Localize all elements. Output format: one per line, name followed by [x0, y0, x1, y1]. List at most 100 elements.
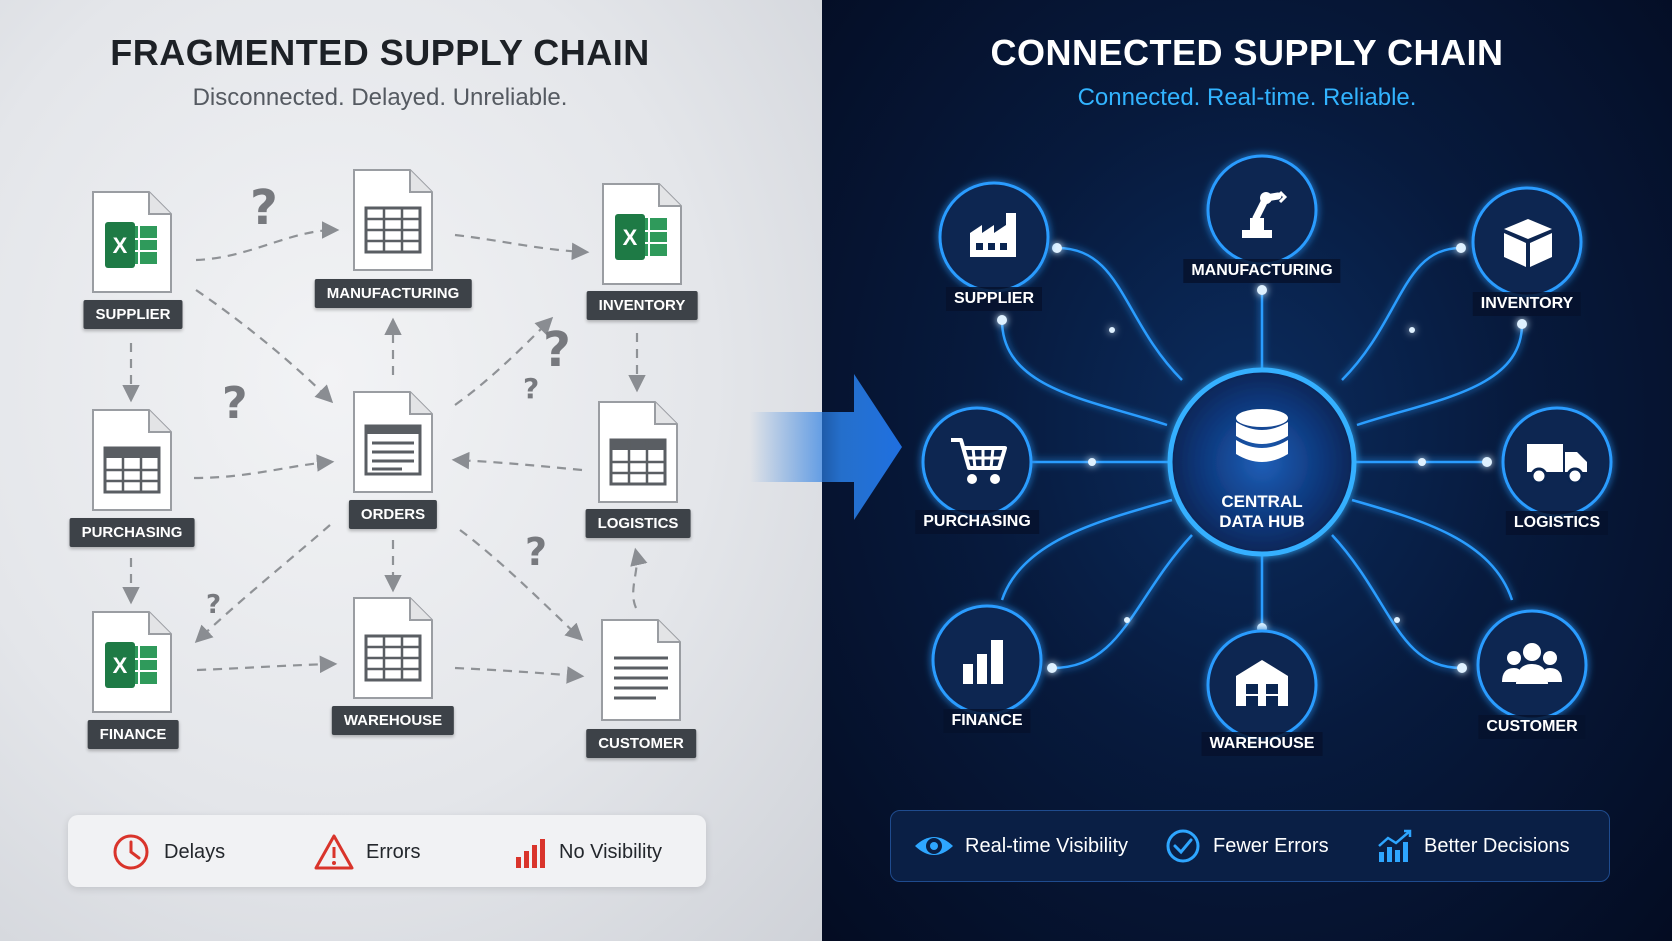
arrow-right-icon — [750, 374, 902, 520]
document-icon — [601, 619, 681, 721]
errors-label: Errors — [366, 840, 421, 863]
spreadsheet-icon — [353, 597, 433, 699]
label-manufacturing: MANUFACTURING — [1183, 259, 1341, 283]
connected-panel: CONNECTED SUPPLY CHAIN Connected. Real-t… — [822, 0, 1672, 941]
robot-arm-icon — [1242, 190, 1288, 238]
database-icon — [1236, 409, 1288, 462]
label-inventory: INVENTORY — [586, 291, 698, 320]
label-supplier: SUPPLIER — [945, 287, 1043, 311]
bar-chart-icon — [963, 640, 1003, 684]
supplier-doc: X — [91, 190, 173, 299]
line-finance-2 — [1051, 534, 1193, 670]
label-warehouse: WAREHOUSE — [1201, 732, 1323, 756]
line-customer — [1331, 534, 1463, 670]
delays-label: Delays — [164, 840, 226, 863]
excel-icon: X — [602, 183, 682, 285]
label-finance: FINANCE — [87, 720, 179, 749]
delays-item: Delays — [112, 833, 225, 871]
right-subtitle: Connected. Real-time. Reliable. — [1077, 84, 1417, 111]
factory-icon — [970, 213, 1016, 257]
better-decisions-label: Better Decisions — [1424, 834, 1570, 857]
question-mark: ? — [206, 590, 222, 620]
excel-icon: X — [92, 611, 172, 713]
question-mark: ? — [525, 530, 548, 574]
link-logistics-orders — [451, 451, 583, 472]
warehouse-icon — [1236, 660, 1288, 706]
document-icon — [353, 391, 433, 493]
box-icon — [1504, 219, 1552, 267]
svg-text:X: X — [113, 233, 128, 258]
bar-chart-icon — [516, 839, 545, 868]
warning-icon — [314, 834, 354, 870]
spreadsheet-icon — [598, 401, 678, 503]
eye-icon — [915, 837, 953, 855]
fragmented-panel: FRAGMENTED SUPPLY CHAIN Disconnected. De… — [0, 0, 822, 941]
label-warehouse: WAREHOUSE — [331, 706, 455, 735]
link-purchasing-orders — [193, 454, 335, 480]
errors-item: Errors — [314, 833, 420, 871]
svg-text:X: X — [113, 653, 128, 678]
label-customer: CUSTOMER — [1478, 715, 1586, 739]
fewer-errors-label: Fewer Errors — [1213, 834, 1329, 857]
hub-label: CENTRAL DATA HUB — [1202, 492, 1322, 532]
label-purchasing: PURCHASING — [915, 510, 1039, 534]
label-purchasing: PURCHASING — [69, 518, 195, 547]
better-decisions-item: Better Decisions — [1376, 828, 1570, 864]
line-finance — [1000, 498, 1173, 601]
question-mark: ? — [543, 322, 571, 378]
no-visibility-item: No Visibility — [513, 833, 662, 871]
visibility-label: Real-time Visibility — [965, 834, 1129, 857]
label-manufacturing: MANUFACTURING — [314, 279, 472, 308]
check-circle-icon — [1166, 829, 1200, 863]
line-supplier — [1056, 246, 1183, 381]
link-orders-customer — [459, 529, 584, 642]
trend-chart-icon — [1378, 829, 1412, 862]
orders-doc — [352, 390, 434, 499]
question-mark: ? — [523, 372, 540, 405]
label-orders: ORDERS — [348, 500, 438, 529]
link-manufacturing-inventory — [454, 233, 590, 261]
inventory-doc: X — [601, 182, 683, 291]
purchasing-doc — [91, 408, 173, 517]
svg-text:X: X — [623, 225, 638, 250]
finance-doc: X — [91, 610, 173, 719]
no-visibility-label: No Visibility — [559, 840, 662, 863]
hub-label-line1: CENTRAL — [1221, 492, 1303, 511]
link-customer-logistics — [630, 547, 648, 609]
line-inventory — [1341, 246, 1462, 381]
logistics-doc — [597, 400, 679, 509]
spreadsheet-icon — [92, 409, 172, 511]
label-supplier: SUPPLIER — [83, 300, 183, 329]
truck-icon — [1527, 444, 1587, 485]
label-finance: FINANCE — [943, 709, 1031, 733]
customer-doc — [600, 618, 682, 727]
link-warehouse-customer — [454, 666, 585, 684]
left-footer-bar: Delays Errors No Visibility — [68, 815, 706, 887]
fewer-errors-item: Fewer Errors — [1165, 828, 1329, 864]
label-customer: CUSTOMER — [586, 729, 696, 758]
label-inventory: INVENTORY — [1472, 292, 1582, 316]
warehouse-doc — [352, 596, 434, 705]
left-title: FRAGMENTED SUPPLY CHAIN — [110, 32, 650, 73]
visibility-item: Real-time Visibility — [913, 828, 1128, 864]
cart-icon — [951, 438, 1007, 484]
right-footer-bar: Real-time Visibility Fewer Errors Better… — [890, 810, 1610, 882]
manufacturing-doc — [352, 168, 434, 277]
right-title: CONNECTED SUPPLY CHAIN — [990, 32, 1504, 73]
line-inventory-2 — [1356, 323, 1524, 427]
people-icon — [1502, 643, 1562, 684]
link-orders-finance — [194, 524, 331, 644]
line-customer-2 — [1351, 498, 1514, 601]
label-logistics: LOGISTICS — [1505, 511, 1609, 535]
link-finance-warehouse — [196, 655, 338, 674]
clock-icon — [113, 834, 149, 870]
spreadsheet-icon — [353, 169, 433, 271]
excel-icon: X — [92, 191, 172, 293]
link-orders-inventory — [454, 316, 554, 406]
question-mark: ? — [250, 180, 278, 236]
dashed-connections — [122, 221, 648, 684]
link-supplier-manufacturing — [195, 221, 340, 262]
label-logistics: LOGISTICS — [585, 509, 691, 538]
link-supplier-orders — [195, 289, 334, 404]
hub-label-line2: DATA HUB — [1219, 512, 1305, 531]
